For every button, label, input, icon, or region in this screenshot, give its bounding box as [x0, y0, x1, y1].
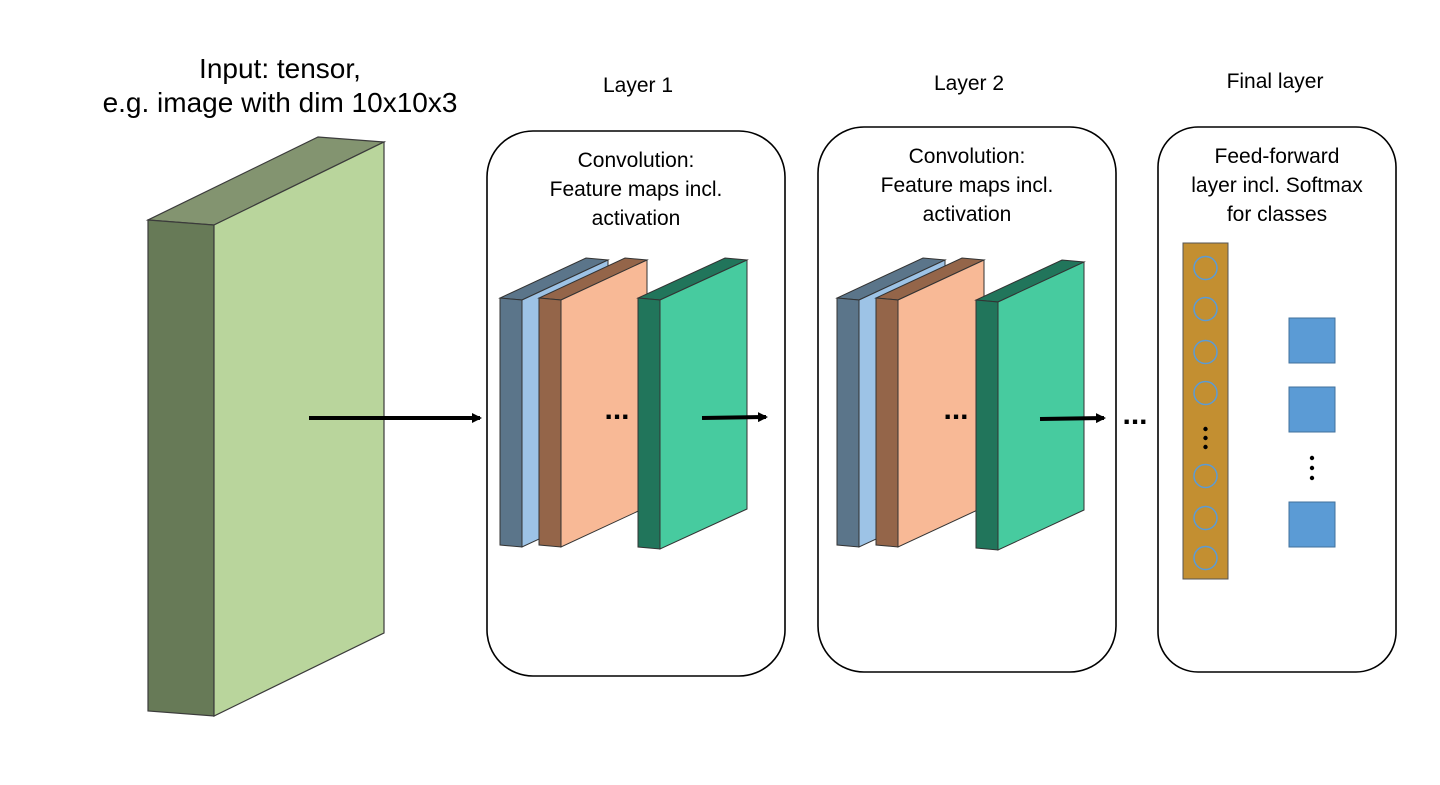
- input-title-line1: Input: tensor,: [199, 53, 361, 84]
- layer1-map-teal-front: [659, 259, 748, 550]
- layer1-map-orange-side: [538, 297, 562, 548]
- layer2-map-blue-side: [836, 297, 860, 548]
- layer1-map-orange: [537, 257, 649, 548]
- layer1-box: [486, 130, 786, 677]
- layer1-map-ellipsis: ...: [604, 393, 629, 426]
- layer2-map-teal-front: [997, 261, 1085, 551]
- output-class-square: [1288, 317, 1336, 364]
- final-caption-line3: for classes: [1226, 203, 1328, 226]
- input-tensor-front: [213, 141, 385, 717]
- neuron-vertical-dots: [1203, 435, 1208, 441]
- layer1-map-teal: [636, 257, 749, 550]
- layer2-caption-line1: Convolution:: [908, 145, 1026, 168]
- layer1-title: Layer 1: [602, 74, 674, 97]
- arrow-layer1-to-layer2: [701, 412, 768, 423]
- neuron: [1193, 296, 1218, 322]
- final-layer-title: Final layer: [1226, 70, 1324, 93]
- layer1-map-teal-side: [637, 297, 661, 550]
- output-classes: [1288, 317, 1336, 548]
- layer2-box: [817, 126, 1117, 673]
- final-caption-line1: Feed-forward: [1214, 145, 1340, 168]
- layer1-feature-maps: ...: [498, 257, 749, 550]
- layer2-caption: Convolution: Feature maps incl. activati…: [818, 142, 1116, 229]
- output-vertical-dots: [1309, 475, 1315, 481]
- layer2-map-ellipsis: ...: [943, 393, 968, 426]
- neuron: [1193, 505, 1218, 531]
- layer1-caption-line2: Feature maps incl.: [549, 178, 723, 201]
- final-caption-line2: layer incl. Softmax: [1191, 174, 1363, 197]
- neuron-column: [1182, 242, 1229, 580]
- neuron: [1193, 255, 1218, 281]
- layer1-caption-line1: Convolution:: [577, 149, 695, 172]
- neuron-vertical-dots: [1203, 444, 1208, 450]
- output-class-square: [1288, 386, 1336, 433]
- neuron-vertical-dots: [1203, 426, 1208, 432]
- input-title-line2: e.g. image with dim 10x10x3: [102, 87, 458, 118]
- layer1-map-blue-side: [499, 297, 523, 548]
- neuron: [1193, 463, 1218, 489]
- layer1-caption-line3: activation: [591, 207, 681, 230]
- layer2-map-orange-side: [875, 297, 899, 548]
- output-vertical-dots: [1309, 465, 1315, 471]
- layer2-title: Layer 2: [933, 72, 1005, 95]
- layer2-map-teal-side: [975, 299, 999, 551]
- layer2-map-orange: [874, 257, 986, 548]
- input-title: Input: tensor, e.g. image with dim 10x10…: [60, 52, 500, 120]
- layer1-caption: Convolution: Feature maps incl. activati…: [487, 146, 785, 233]
- neuron: [1193, 545, 1218, 571]
- arrow-layer2-out: [1039, 413, 1106, 424]
- output-vertical-dots: [1309, 455, 1315, 461]
- output-class-square: [1288, 501, 1336, 548]
- layer2-caption-line2: Feature maps incl.: [880, 174, 1054, 197]
- layer2-feature-maps: ...: [835, 257, 1086, 551]
- input-tensor-side: [147, 219, 215, 717]
- neuron: [1193, 339, 1218, 365]
- final-layer-box: [1157, 126, 1397, 673]
- final-layer-caption: Feed-forward layer incl. Softmax for cla…: [1158, 142, 1396, 229]
- layer2-map-orange-front: [897, 259, 985, 548]
- neuron-column-bar: [1182, 242, 1229, 580]
- between-layers-ellipsis: ...: [1122, 398, 1147, 431]
- input-tensor-block: [145, 136, 387, 717]
- neuron: [1193, 380, 1218, 406]
- layer2-map-teal: [974, 259, 1086, 551]
- layer2-caption-line3: activation: [922, 203, 1012, 226]
